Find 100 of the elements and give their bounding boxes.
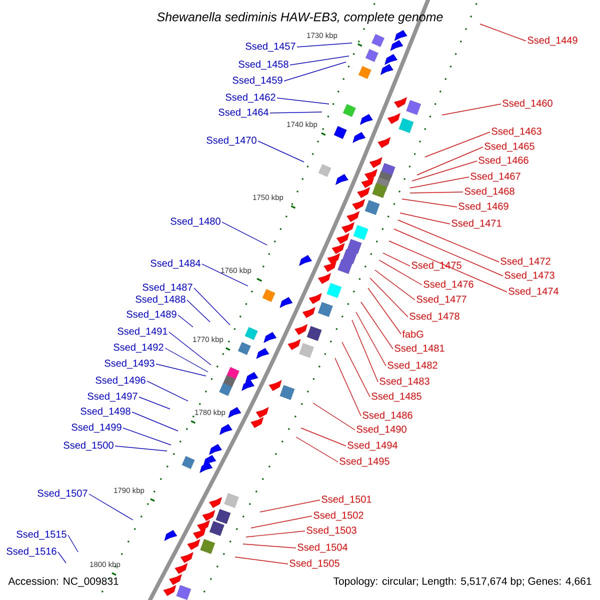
leader-line [334, 358, 362, 416]
leader-line [416, 146, 484, 176]
gene-label: Ssed_1505 [290, 559, 340, 569]
leader-line [342, 342, 370, 398]
leader-line [88, 494, 134, 520]
leader-line [388, 240, 508, 292]
leader-line [222, 222, 268, 246]
gene-label: Ssed_1471 [452, 219, 502, 229]
gene-label: Ssed_1466 [478, 156, 528, 166]
leader-line [194, 288, 230, 326]
leader-line [146, 380, 188, 402]
gene-label: Ssed_1492 [114, 343, 164, 353]
leader-line [296, 436, 338, 462]
gene-label: Ssed_1496 [96, 376, 146, 386]
accession-text: Accession: NC_009831 [8, 577, 118, 587]
gene-label: Ssed_1474 [508, 287, 558, 297]
gene-label: Ssed_1495 [340, 457, 390, 467]
gene-label: Ssed_1464 [218, 108, 268, 118]
leader-line [442, 104, 502, 116]
leader-line [312, 402, 356, 430]
gene-label: Ssed_1499 [72, 423, 122, 433]
gene-label: Ssed_1501 [322, 495, 372, 505]
gene-label: Ssed_1503 [306, 526, 356, 536]
gene-label: Ssed_1473 [504, 271, 554, 281]
gene-label: Ssed_1497 [88, 392, 138, 402]
gene-label: Ssed_1493 [104, 359, 154, 369]
leader-line [284, 62, 346, 82]
gene-label: Ssed_1469 [458, 202, 508, 212]
leader-line [68, 534, 78, 552]
leader-line [424, 132, 490, 158]
gene-label: Ssed_1502 [314, 511, 364, 521]
leader-line [202, 264, 248, 286]
leader-line [378, 260, 422, 286]
gene-label: Ssed_1487 [142, 283, 192, 293]
leader-line [234, 556, 288, 564]
gene-label: Ssed_1449 [528, 36, 578, 46]
leader-line [398, 220, 500, 262]
leader-line [242, 544, 296, 548]
leader-line [296, 42, 352, 48]
leader-line [132, 412, 178, 432]
gene-label: Ssed_1485 [372, 392, 422, 402]
gene-label: Ssed_1477 [416, 295, 466, 305]
leader-line [270, 112, 322, 114]
gene-label: Ssed_1500 [64, 441, 114, 451]
leader-line [276, 98, 330, 104]
leader-line [356, 312, 386, 366]
gene-label: Ssed_1491 [118, 327, 168, 337]
leader-line [258, 140, 304, 162]
leader-line [402, 198, 458, 208]
leader-line [186, 300, 210, 322]
title: Shewanella sediminis HAW-EB3, complete genome [157, 12, 443, 24]
leader-line [138, 396, 170, 410]
gene-label: Ssed_1490 [356, 425, 406, 435]
gene-label: Ssed_1504 [298, 543, 348, 553]
leader-line [374, 270, 416, 300]
leader-line [300, 428, 346, 446]
leader-line [360, 302, 394, 350]
leader-line [58, 552, 66, 564]
leader-line [410, 176, 470, 188]
leader-line [246, 530, 306, 538]
leader-line [178, 314, 194, 328]
gene-label: Ssed_1484 [150, 259, 200, 269]
gene-label: Ssed_1481 [394, 344, 444, 354]
gene-label: Ssed_1482 [388, 361, 438, 371]
leader-line [290, 56, 350, 66]
gene-label: Ssed_1478 [410, 312, 460, 322]
gene-label: Ssed_1460 [502, 99, 552, 109]
leader-line [250, 516, 312, 528]
gene-label: Ssed_1472 [500, 257, 550, 267]
gene-label: fabG [402, 330, 424, 338]
leader-line [156, 364, 206, 376]
gene-label: Ssed_1515 [16, 530, 66, 540]
gene-label: Ssed_1468 [464, 187, 514, 197]
gene-label: Ssed_1467 [470, 172, 520, 182]
genome-info-text: Topology: circular; Length: 5,517,674 bp; Genes: 4,661 [333, 577, 592, 587]
leader-line [164, 348, 208, 372]
leader-line [370, 278, 408, 318]
leader-line [168, 332, 212, 366]
gene-label: Ssed_1470 [206, 136, 256, 146]
gene-label: Ssed_1462 [226, 93, 276, 103]
leader-line [260, 500, 320, 512]
leader-line [352, 320, 378, 382]
gene-label: Ssed_1465 [484, 142, 534, 152]
gene-label: Ssed_1458 [238, 60, 288, 70]
gene-label: Ssed_1483 [380, 377, 430, 387]
gene-label: Ssed_1476 [424, 280, 474, 290]
leader-line [368, 288, 402, 334]
gene-label: Ssed_1488 [136, 295, 186, 305]
gene-label: Ssed_1463 [492, 127, 542, 137]
gene-label: Ssed_1516 [6, 547, 56, 557]
gene-label: Ssed_1486 [362, 411, 412, 421]
leader-line [122, 428, 172, 446]
gene-label: Ssed_1494 [348, 441, 398, 451]
gene-label: Ssed_1459 [232, 76, 282, 86]
leader-line [394, 228, 504, 276]
leader-line [114, 446, 168, 452]
gene-label: Ssed_1498 [80, 407, 130, 417]
gene-label: Ssed_1480 [170, 217, 220, 227]
leader-line [410, 192, 464, 194]
leader-line [412, 160, 478, 182]
